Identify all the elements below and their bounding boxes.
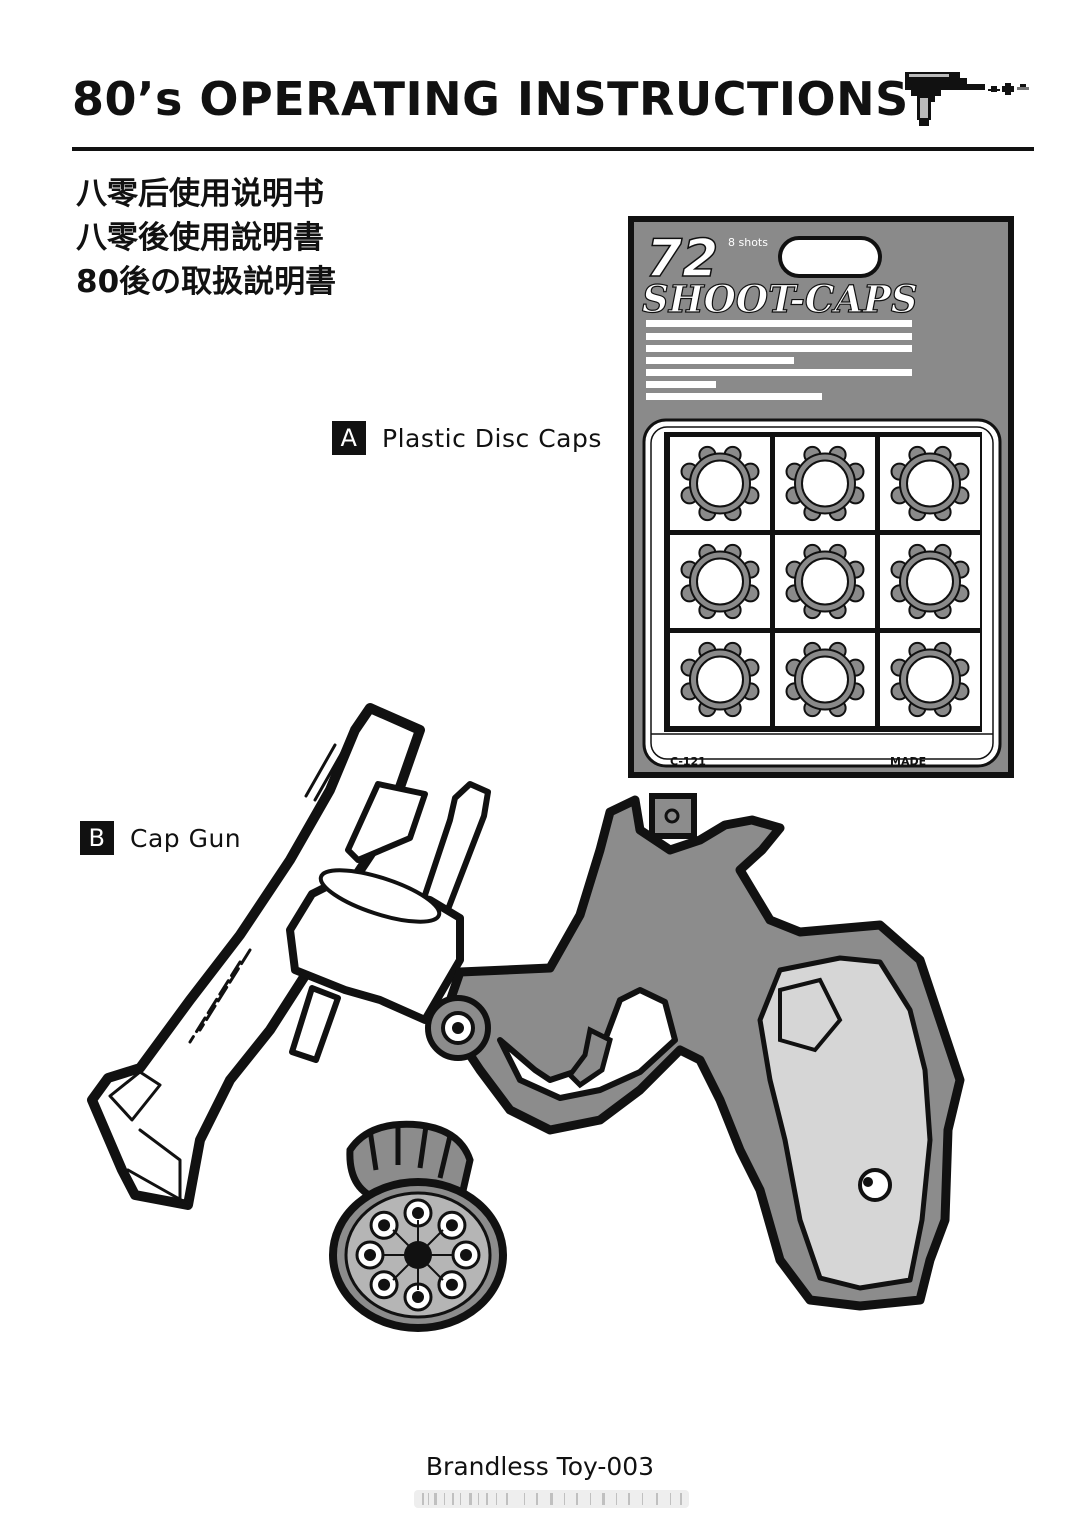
chamber-hole (378, 1278, 391, 1291)
card-text-lines (646, 320, 912, 400)
chamber-hole (412, 1291, 424, 1303)
watermark-barcode (414, 1490, 689, 1508)
disc-cap (880, 437, 980, 530)
label-cap-gun: B Cap Gun (80, 821, 241, 855)
title-traditional-chinese: 八零後使用說明書 (76, 220, 324, 256)
cap-grid (670, 437, 980, 726)
cap-gun-illustration (87, 703, 965, 1332)
label-a-text: Plastic Disc Caps (382, 423, 602, 453)
card-shots: 8 shots (728, 236, 768, 249)
chamber-hole (445, 1219, 458, 1232)
footer-model-name: Brandless Toy-003 (425, 1452, 655, 1481)
disc-cap (775, 535, 875, 628)
localized-titles: 八零后使用说明书 八零後使用說明書 80後の取扱説明書 (76, 172, 336, 304)
card-made: MADE (890, 755, 926, 768)
ejector-rod (289, 781, 491, 1063)
card-brand: SHOOT-CAPS (642, 277, 918, 321)
disc-cap (670, 535, 770, 628)
chamber-hole (364, 1249, 376, 1261)
page-title: 80’s OPERATING INSTRUCTIONS (72, 72, 909, 126)
title-simplified-chinese: 八零后使用说明书 (76, 176, 324, 212)
trigger (566, 1026, 613, 1089)
disc-cap (775, 633, 875, 726)
chamber-hole (412, 1207, 424, 1219)
card-count: 72 (646, 229, 718, 289)
trigger-guard (497, 987, 678, 1101)
label-a-badge: A (332, 421, 366, 455)
disc-cap (670, 633, 770, 726)
disc-cap (880, 535, 980, 628)
chamber-hole (460, 1249, 472, 1261)
shoot-caps-card: 72 8 shots SHOOT-CAPS C-121 MADE (628, 216, 1014, 778)
chamber-hole (378, 1219, 391, 1232)
gun-barrel-frame (87, 703, 425, 1210)
disc-cap (775, 437, 875, 530)
chamber-hole (445, 1278, 458, 1291)
disc-cap (670, 437, 770, 530)
header-divider (72, 147, 1034, 151)
pixel-ray-gun-icon (905, 72, 1029, 126)
title-japanese: 80後の取扱説明書 (76, 264, 337, 300)
label-b-text: Cap Gun (130, 823, 242, 853)
label-b-badge: B (80, 821, 114, 855)
card-code: C-121 (670, 755, 706, 768)
disc-cap (880, 633, 980, 726)
gun-cylinder (329, 1120, 507, 1332)
label-plastic-disc-caps: A Plastic Disc Caps (332, 421, 602, 455)
gun-hammer (345, 781, 428, 863)
